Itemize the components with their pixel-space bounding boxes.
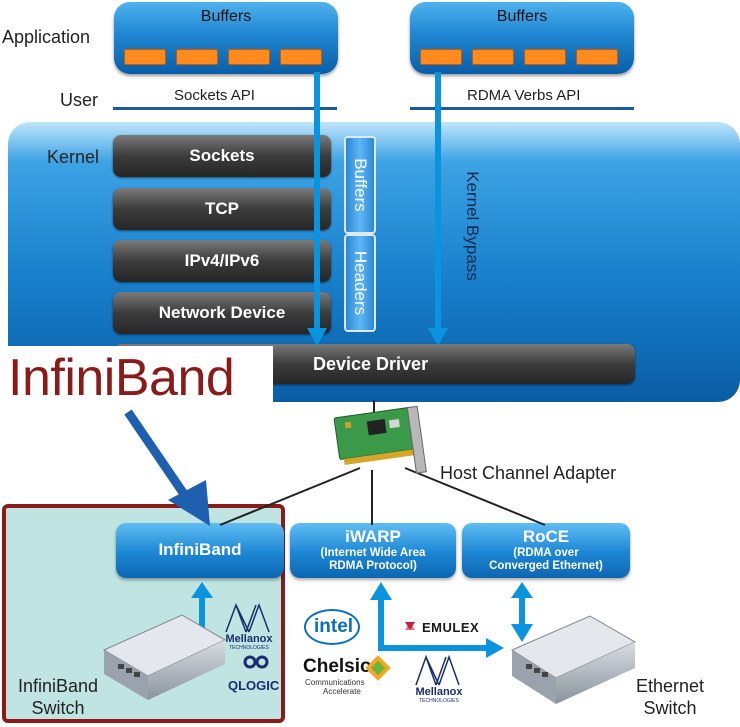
- infiniband-switch-device: [102, 614, 227, 700]
- protocol-infiniband-title: InfiniBand: [158, 540, 242, 559]
- host-channel-adapter-label: Host Channel Adapter: [440, 463, 617, 483]
- qlogic-mark: [243, 655, 269, 669]
- application-label: Application: [2, 27, 91, 47]
- buffers-label-right: Buffers: [496, 8, 548, 25]
- stack-ip: IPv4/IPv6: [113, 240, 331, 282]
- protocol-infiniband: InfiniBand: [116, 523, 284, 578]
- intel-logo-text: intel: [314, 616, 354, 637]
- card-link-infiniband: [219, 467, 361, 526]
- chelsio-logo-sub2: Accelerate: [323, 687, 361, 696]
- buffer-slot: [228, 49, 270, 65]
- qlogic-logo-text: QLOGIC: [228, 678, 280, 693]
- mellanox-right-sub: TECHNOLOGIES: [419, 698, 459, 704]
- infiniband-switch-label: InfiniBand Switch: [18, 676, 99, 718]
- mellanox-logo-right-text: Mellanox TECHNOLOGIES: [410, 686, 468, 704]
- mellanox-mark-right: [415, 654, 460, 686]
- buffer-slot: [420, 49, 462, 65]
- mellanox-left-sub: TECHNOLOGIES: [229, 645, 269, 651]
- card-link-roce: [404, 467, 546, 526]
- app-buffers-right: Buffers: [410, 2, 634, 74]
- emulex-mark: [405, 622, 415, 630]
- infiniband-callout-arrow: [124, 409, 192, 503]
- buffers-label-left: Buffers: [200, 8, 252, 25]
- sockets-api-label: Sockets API: [174, 87, 255, 104]
- intel-logo: intel: [304, 609, 360, 645]
- buffer-slot: [124, 49, 166, 65]
- buffer-slot: [176, 49, 218, 65]
- chelsio-logo: Chelsio Communications Accelerate: [303, 656, 372, 696]
- kernel-label: Kernel: [47, 147, 100, 167]
- iwarp-ethernet-arrow: [378, 598, 488, 651]
- buffer-slot: [576, 49, 618, 65]
- infiniband-callout-bg: [0, 346, 273, 412]
- kernel-headers-box: Headers: [344, 234, 376, 332]
- protocol-roce: RoCE (RDMA over Converged Ethernet): [462, 523, 630, 578]
- ethernet-switch-device: [510, 615, 637, 704]
- protocol-roce-title: RoCE: [522, 527, 570, 546]
- protocol-iwarp: iWARP (Internet Wide Area RDMA Protocol): [290, 523, 456, 578]
- stack-tcp: TCP: [113, 188, 331, 230]
- buffer-slot: [472, 49, 514, 65]
- ethernet-switch-label: Ethernet Switch: [636, 676, 705, 718]
- rdma-verbs-api-line: [410, 107, 634, 110]
- buffer-slot: [524, 49, 566, 65]
- rdma-verbs-api-label: RDMA Verbs API: [467, 87, 581, 104]
- device-driver-label: Device Driver: [313, 354, 429, 374]
- mellanox-mark-left: [225, 602, 270, 633]
- stack-sockets: Sockets: [113, 135, 331, 177]
- mellanox-logo-left-text: Mellanox TECHNOLOGIES: [220, 633, 278, 651]
- chelsio-mark: [365, 655, 391, 681]
- mellanox-left-name: Mellanox: [225, 633, 273, 645]
- user-label: User: [60, 90, 99, 110]
- kernel-buffers-box: Buffers: [344, 136, 376, 234]
- app-buffers-left: Buffers: [114, 2, 338, 74]
- infiniband-callout-text: InfiniBand: [8, 349, 235, 407]
- chelsio-logo-sub1: Communications: [305, 678, 365, 687]
- buffer-slot: [280, 49, 322, 65]
- protocol-iwarp-title: iWARP: [345, 527, 401, 546]
- mellanox-right-name: Mellanox: [415, 686, 463, 698]
- host-channel-adapter-card: [333, 405, 427, 474]
- protocol-roce-subtitle: (RDMA over Converged Ethernet): [489, 547, 603, 572]
- chelsio-logo-text: Chelsio: [303, 656, 372, 677]
- protocol-iwarp-subtitle: (Internet Wide Area RDMA Protocol): [320, 547, 426, 572]
- stack-network-device: Network Device: [113, 292, 331, 334]
- emulex-logo: EMULEX: [422, 620, 480, 635]
- sockets-api-line: [113, 107, 337, 110]
